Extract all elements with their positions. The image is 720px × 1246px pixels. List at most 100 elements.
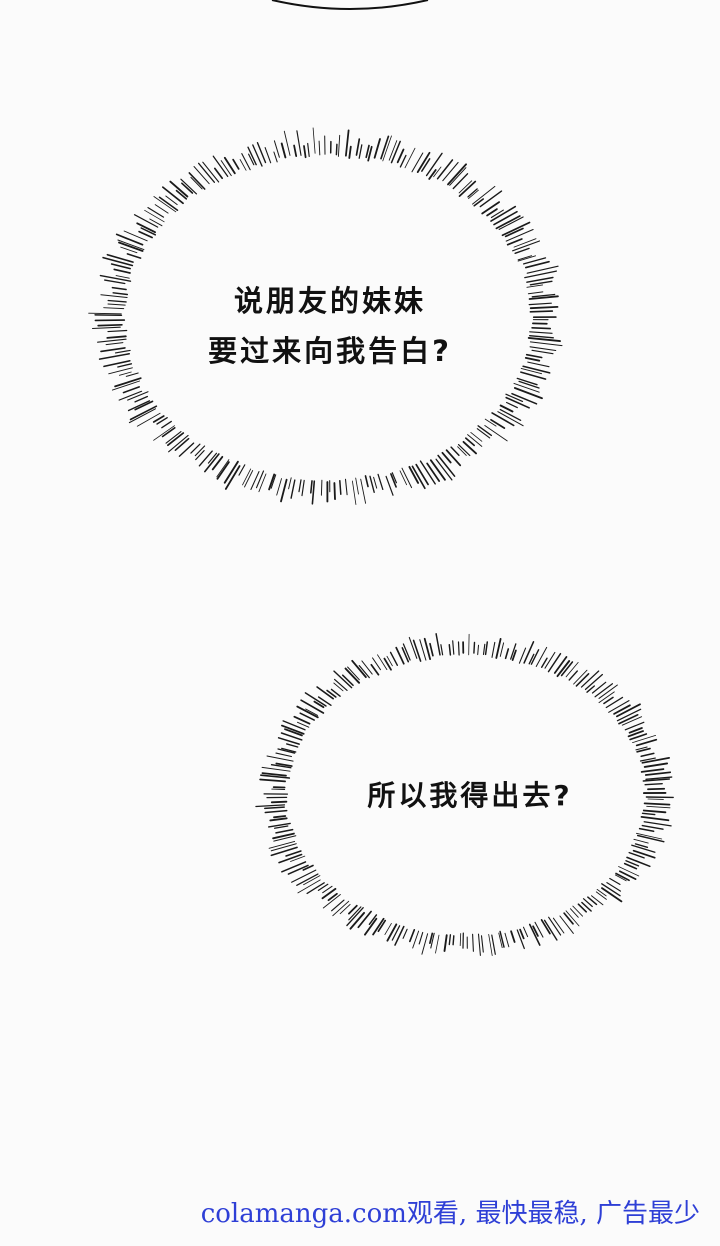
burst-stroke: [618, 866, 640, 877]
burst-stroke: [565, 910, 580, 927]
burst-stroke: [591, 681, 607, 694]
burst-stroke: [421, 933, 429, 955]
burst-stroke: [416, 151, 431, 174]
burst-stroke: [621, 716, 643, 726]
burst-stroke: [273, 140, 280, 158]
burst-stroke: [373, 476, 378, 489]
burst-stroke: [373, 138, 381, 159]
burst-stroke: [430, 932, 435, 949]
burst-stroke: [642, 778, 671, 782]
burst-stroke: [110, 263, 131, 270]
burst-stroke: [326, 689, 337, 698]
burst-stroke: [106, 335, 127, 339]
burst-stroke: [351, 659, 367, 679]
burst-stroke: [528, 653, 535, 665]
burst-stroke: [341, 674, 354, 687]
burst-stroke: [591, 895, 604, 906]
burst-stroke: [255, 470, 265, 489]
burst-stroke: [601, 887, 623, 903]
burst-stroke: [528, 295, 559, 300]
burst-stroke: [534, 921, 544, 938]
burst-stroke: [548, 916, 562, 936]
burst-stroke: [211, 455, 224, 471]
site-watermark[interactable]: colamanga.com观看, 最快最稳, 广告最少: [200, 1199, 700, 1229]
burst-stroke: [115, 275, 130, 279]
burst-stroke: [312, 127, 316, 154]
burst-stroke: [339, 903, 351, 915]
burst-stroke: [190, 443, 201, 454]
burst-stroke: [495, 638, 502, 659]
burst-stroke: [394, 925, 405, 946]
burst-stroke: [250, 471, 260, 491]
burst-stroke: [259, 778, 286, 783]
burst-stroke: [216, 459, 230, 478]
burst-stroke: [117, 239, 145, 251]
burst-stroke: [421, 158, 431, 172]
burst-stroke: [568, 670, 578, 681]
burst-stroke: [462, 440, 478, 455]
burst-stroke: [506, 238, 523, 246]
burst-stroke: [333, 682, 344, 692]
burst-stroke: [287, 864, 309, 875]
burst-stroke: [404, 147, 416, 169]
burst-stroke: [440, 644, 444, 656]
burst-stroke: [477, 933, 481, 956]
burst-stroke: [134, 400, 154, 411]
burst-stroke: [270, 474, 277, 489]
burst-stroke: [285, 850, 302, 857]
burst-stroke: [368, 914, 378, 926]
burst-stroke: [448, 644, 452, 656]
burst-stroke: [467, 188, 478, 198]
burst-stroke: [640, 816, 670, 822]
burst-stroke: [282, 720, 306, 731]
burst-stroke: [180, 178, 198, 195]
burst-stroke: [112, 292, 129, 296]
burst-stroke: [540, 657, 548, 668]
burst-stroke: [552, 917, 565, 934]
burst-stroke: [504, 227, 524, 238]
burst-stroke: [468, 189, 479, 200]
burst-stroke: [165, 431, 182, 444]
burst-stroke: [644, 783, 663, 786]
burst-stroke: [299, 712, 315, 721]
burst-stroke: [316, 686, 335, 700]
burst-stroke: [497, 411, 524, 427]
burst-stroke: [202, 161, 220, 183]
burst-stroke: [105, 342, 124, 346]
burst-stroke: [344, 667, 361, 684]
burst-stroke: [631, 844, 656, 853]
burst-stroke: [640, 752, 655, 758]
burst-stroke: [628, 851, 645, 859]
burst-stroke: [322, 885, 333, 894]
burst-stroke: [149, 218, 163, 227]
burst-stroke: [296, 705, 319, 719]
burst-stroke: [223, 460, 239, 484]
burst-stroke: [518, 647, 527, 664]
burst-stroke: [144, 209, 165, 223]
burst-stroke: [635, 746, 648, 751]
burst-stroke: [181, 182, 194, 194]
burst-stroke: [472, 933, 474, 952]
burst-stroke: [372, 657, 381, 671]
burst-stroke: [436, 159, 454, 180]
burst-stroke: [284, 728, 303, 737]
burst-stroke: [302, 864, 314, 871]
burst-stroke: [516, 929, 525, 950]
burst-stroke: [281, 861, 307, 873]
burst-stroke: [355, 138, 361, 156]
burst-stroke: [563, 912, 574, 925]
burst-stroke: [615, 872, 630, 882]
burst-stroke: [188, 172, 206, 190]
burst-stroke: [168, 434, 189, 453]
burst-stroke: [626, 856, 651, 868]
burst-stroke: [402, 643, 411, 661]
burst-stroke: [479, 190, 503, 208]
burst-stroke: [601, 883, 621, 897]
burst-stroke: [423, 637, 431, 660]
burst-stroke: [386, 923, 398, 942]
burst-stroke: [147, 206, 165, 218]
burst-stroke: [129, 405, 158, 421]
burst-stroke: [207, 452, 218, 464]
burst-stroke: [264, 809, 288, 814]
burst-stroke: [270, 800, 288, 804]
